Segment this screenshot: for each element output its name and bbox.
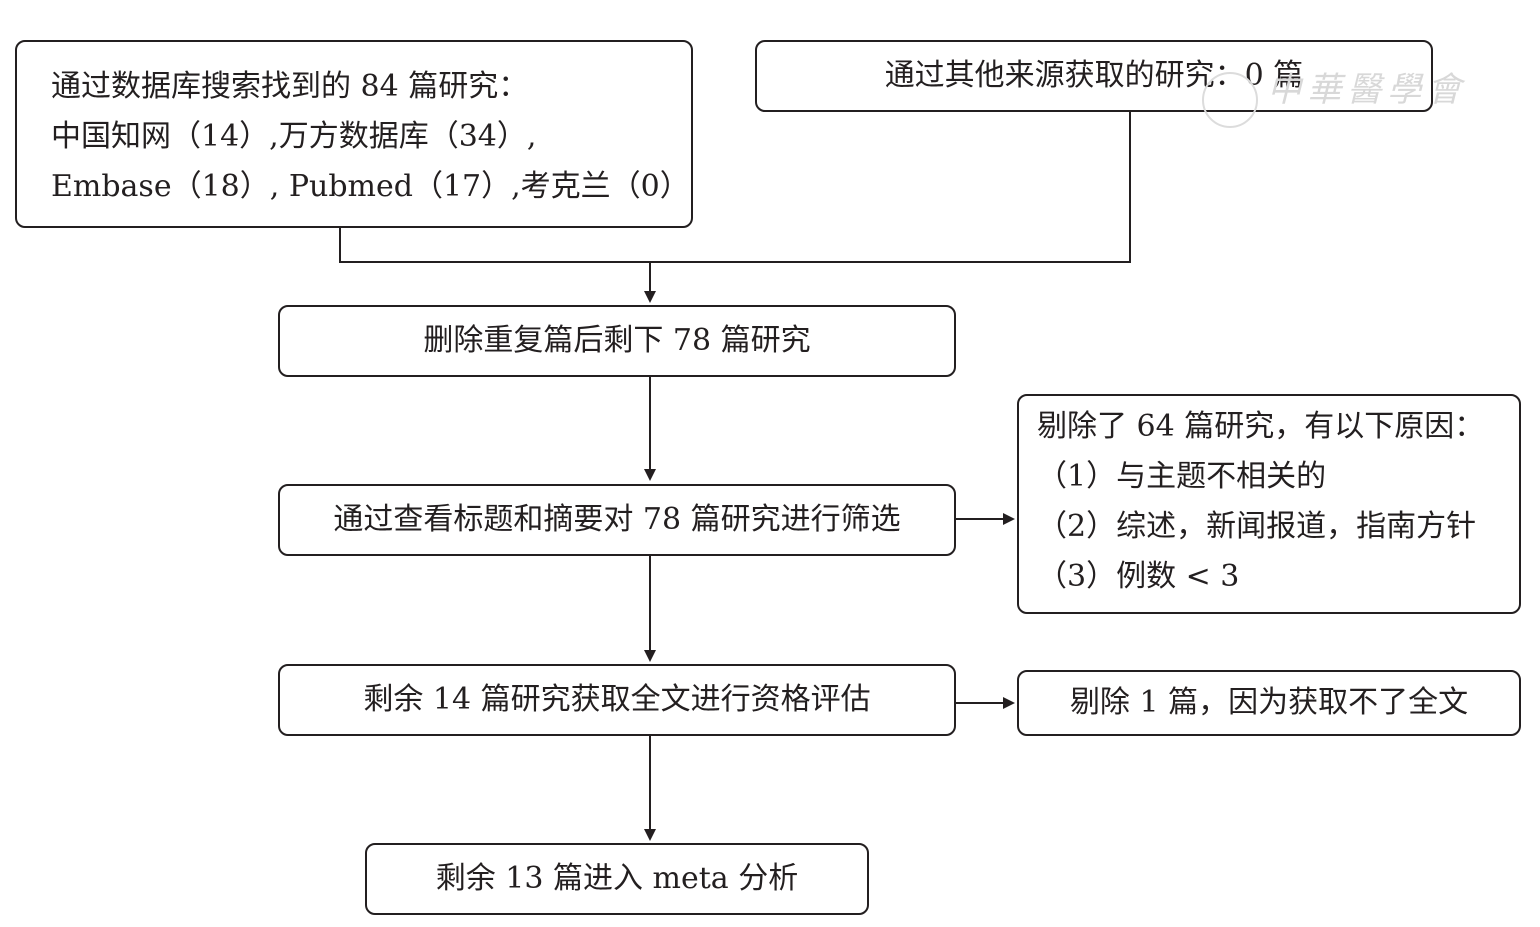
excluded-screening-reason-3: （3）例数 < 3 [1037, 559, 1240, 594]
excluded-screening-box: 剔除了 64 篇研究，有以下原因： （1）与主题不相关的 （2）综述，新闻报道，… [1017, 394, 1521, 614]
fulltext-box: 剩余 14 篇研究获取全文进行资格评估 [278, 664, 956, 736]
excluded-fulltext-text: 剔除 1 篇，因为获取不了全文 [1069, 685, 1469, 720]
watermark-seal [1202, 72, 1258, 128]
watermark-logo: 中華醫學會 [1200, 70, 1468, 110]
screening-box: 通过查看标题和摘要对 78 篇研究进行筛选 [278, 484, 956, 556]
dedup-box: 删除重复篇后剩下 78 篇研究 [278, 305, 956, 377]
db-search-line-2: 中国知网（14）,万方数据库（34）, [51, 119, 537, 154]
screening-text: 通过查看标题和摘要对 78 篇研究进行筛选 [333, 502, 901, 537]
db-search-box: 通过数据库搜索找到的 84 篇研究： 中国知网（14）,万方数据库（34）, E… [15, 40, 693, 228]
db-search-line-1: 通过数据库搜索找到的 84 篇研究： [51, 69, 529, 104]
dedup-text: 删除重复篇后剩下 78 篇研究 [423, 323, 811, 358]
db-search-line-3: Embase（18）, Pubmed（17）,考克兰（0） [51, 169, 690, 204]
final-box: 剩余 13 篇进入 meta 分析 [365, 843, 869, 915]
excluded-screening-reason-1: （1）与主题不相关的 [1037, 459, 1327, 494]
excluded-fulltext-box: 剔除 1 篇，因为获取不了全文 [1017, 670, 1521, 736]
fulltext-text: 剩余 14 篇研究获取全文进行资格评估 [363, 682, 871, 717]
excluded-screening-line-1: 剔除了 64 篇研究，有以下原因： [1037, 409, 1485, 444]
final-text: 剩余 13 篇进入 meta 分析 [435, 861, 799, 896]
excluded-screening-reason-2: （2）综述，新闻报道，指南方针 [1037, 509, 1477, 544]
edge-db-to-merge [339, 112, 1131, 263]
